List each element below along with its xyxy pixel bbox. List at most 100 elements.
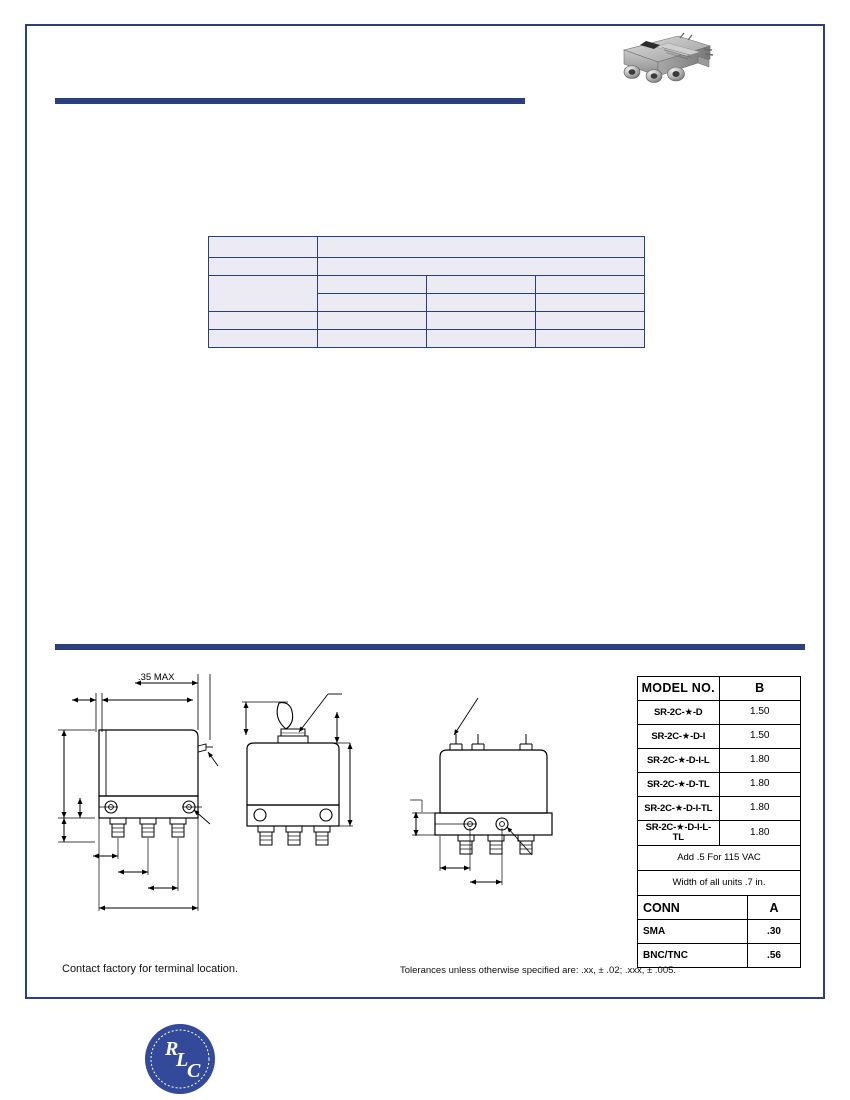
logo-letter-c: C [187,1060,201,1082]
table-row: SR-2C-★-D-I 1.50 [637,724,801,749]
header-divider-rule [55,98,525,104]
inboard-dim-09-label: .09 [402,790,414,800]
model-col-header: MODEL NO. [637,676,720,701]
indicating-line4: (OPTIONAL) [480,705,534,716]
manual-title: MANUAL [270,770,312,781]
spec-cell [535,275,645,294]
spec-cell [426,329,536,348]
logo-letter-l: L [175,1049,188,1071]
inboard-holes-line1: .120 DIA. [532,848,572,859]
spec-cell [317,311,427,330]
spec-cell [208,236,318,258]
b-cell: 1.80 [718,820,801,846]
model-number-table: MODEL NO. B SR-2C-★-D 1.50 SR-2C-★-D-I 1… [637,676,801,896]
bushing-label: ¼-40 THD BUSHING [344,689,434,700]
spec-cell [535,293,645,312]
table-row [208,275,645,312]
conn-col-header: CONN [637,895,748,920]
model-cell: SR-2C-★-D-I-L [637,748,720,773]
b-cell: 1.50 [718,700,801,725]
table-row [209,293,645,312]
table-row [208,311,645,330]
b-cell: 1.80 [718,796,801,821]
indicating-line2: TERMINALS [480,683,534,694]
spec-cell [317,275,427,294]
table-row [208,257,645,276]
spec-cell [208,329,318,348]
dim-180-label: 1.80 [140,897,159,908]
table-row: SMA .30 [637,919,801,944]
holes-line1: .120 DIA. [208,818,248,829]
outboard-title-line1: OUTBOARD [128,752,185,763]
spec-cell [317,293,427,312]
spec-cell [426,293,536,312]
footnote-contact-factory: Contact factory for terminal location. [62,963,239,975]
dim-40max-label: .40 MAX [335,701,372,712]
spec-cell [317,257,645,276]
dim-625-b-label: .625 [152,877,169,887]
inboard-holes-line2: 2 HOLES [532,859,572,870]
spec-cell [426,311,536,330]
spec-cell [535,329,645,348]
table-row: Add .5 For 115 VAC [637,844,801,871]
inboard-title-line2: MOUNTING [468,786,523,797]
spec-cell [535,311,645,330]
table-header-row: MODEL NO. B [637,676,801,701]
spec-cell [317,329,427,348]
dim-625-a-label: .625 [122,861,139,871]
table-row: SR-2C-★-D-TL 1.80 [637,772,801,797]
model-cell: SR-2C-★-D-I [637,724,720,749]
rlc-logo: R L C [143,1022,217,1096]
inboard-dim-625-label: .625 [476,871,493,881]
model-cell: SR-2C-★-D [637,700,720,725]
table-row [208,329,645,348]
table-row: SR-2C-★-D-I-TL 1.80 [637,796,801,821]
power-terminals-line1: POWER [214,766,250,777]
conn-cell: SMA [637,919,748,944]
dim-08-label: .08 [72,688,85,699]
a-col-header: A [747,895,801,920]
spec-cell [426,275,536,294]
dim-28-label: .28 [98,845,110,855]
table-row [208,236,645,258]
product-photo [608,28,718,90]
table-row: SR-2C-★-D-I-L-TL 1.80 [637,820,801,846]
b-cell: 1.50 [718,724,801,749]
indicating-line3: ON ALL UNITS [480,694,544,705]
table-row: BNC/TNC .56 [637,943,801,968]
spec-cell [208,257,318,276]
indicating-line1: INDICATING [480,672,534,683]
dim-b-label: B [58,764,67,779]
spec-cell [317,236,645,258]
table-row: SR-2C-★-D-I-L 1.80 [637,748,801,773]
model-note-vac: Add .5 For 115 VAC [637,844,801,871]
model-cell: SR-2C-★-D-I-TL [637,796,720,821]
specifications-table [208,236,645,348]
outboard-title-line2: MOUNTING [130,764,185,775]
dim-35max-label: .35 MAX [138,672,175,683]
power-terminals-line2: TERMINALS [214,777,268,788]
table-row: Width of all units .7 in. [637,869,801,896]
connector-table: CONN A SMA .30 BNC/TNC .56 [637,895,801,968]
model-cell: SR-2C-★-D-I-L-TL [637,820,720,846]
a-cell: .30 [747,919,801,944]
dim-80max-label: .80 MAX [245,714,282,725]
a-cell: .56 [747,943,801,968]
holes-line2: 2 HOLES [208,829,248,840]
spec-cell [208,311,318,330]
table-header-row: CONN A [637,895,801,920]
model-note-width: Width of all units .7 in. [637,869,801,896]
inboard-holes-line3: FOR MOUNTING [532,870,606,881]
section-divider-rule [55,644,805,650]
inboard-title-line1: INBOARD [470,774,516,785]
dim-a-label: A [58,823,67,837]
logo-letter-r: R [164,1038,178,1060]
dim-128-label: 1.28 [352,780,371,791]
spec-cell [208,275,318,312]
conn-cell: BNC/TNC [637,943,748,968]
mechanical-drawings: .35 MAX .08 1.644 OUTBOARD MOUNTING POWE… [50,660,635,960]
page-border [25,24,825,999]
dim-1644-label: 1.644 [130,688,154,699]
table-row: SR-2C-★-D 1.50 [637,700,801,725]
b-cell: 1.80 [718,748,801,773]
